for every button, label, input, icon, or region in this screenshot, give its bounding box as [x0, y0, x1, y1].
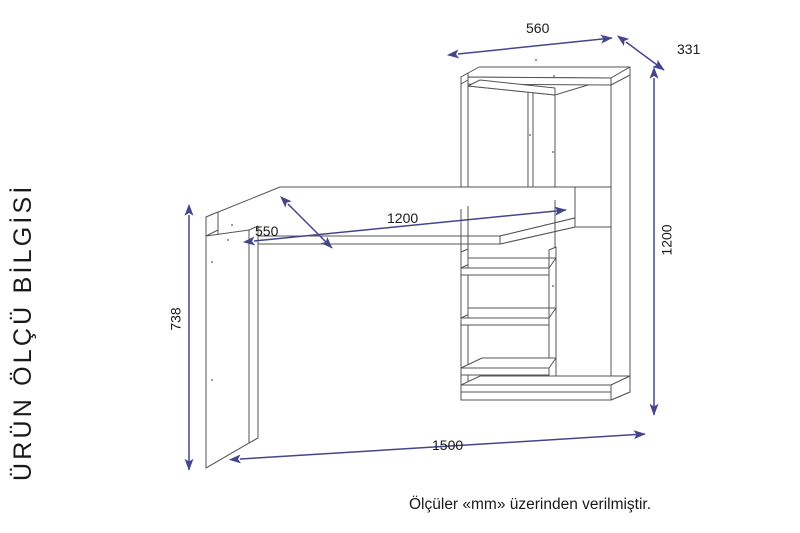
dimension-label-desk-depth: 550	[255, 223, 279, 239]
shelf-column	[460, 246, 557, 397]
base-plinth	[460, 375, 631, 401]
units-caption: Ölçüler «mm» üzerinden verilmiştir.	[409, 496, 652, 513]
cabinet-right-side-panel	[610, 67, 631, 401]
dimension-label-total-width: 1500	[432, 437, 464, 453]
dimension-label-desktop-width: 1200	[387, 210, 419, 226]
cabinet-right-interior	[554, 77, 612, 401]
dimension-label-cabinet-width: 560	[526, 20, 550, 36]
page-title: ÜRÜN ÖLÇÜ BİLGİSİ	[8, 183, 37, 481]
assembly-marks	[211, 59, 555, 381]
dimension-label-cabinet-height: 1200	[658, 224, 675, 256]
desk-left-panel-face	[205, 229, 250, 469]
dimension-label-desk-height: 738	[167, 307, 184, 331]
cabinet-left-side-panel	[460, 72, 469, 210]
dimension-arrow-331	[616, 35, 665, 71]
dimension-label-cabinet-depth: 331	[677, 41, 701, 57]
dimension-arrows	[184, 34, 665, 471]
dimension-arrow-550	[280, 196, 333, 249]
dimension-arrow-1500	[228, 430, 646, 464]
furniture-geometry	[205, 59, 631, 469]
cabinet-top-underside	[467, 79, 556, 96]
dimension-arrow-560	[446, 34, 613, 59]
